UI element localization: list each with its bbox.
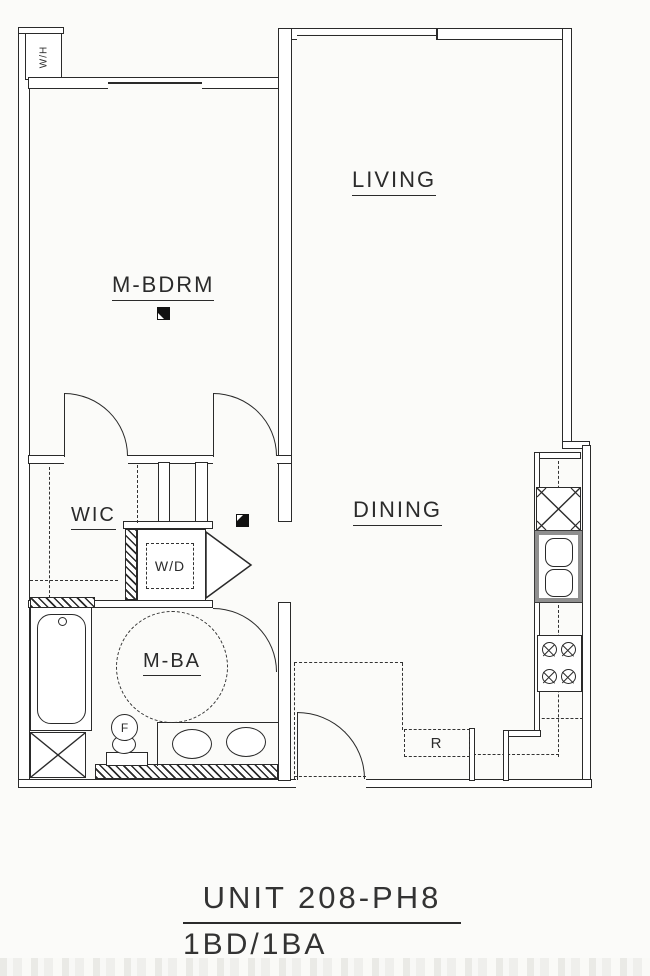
- bedroom-label: M-BDRM: [112, 272, 215, 301]
- entry-soffit-dashed-right: [401, 663, 403, 730]
- bath-south-hatched-wall: [95, 764, 278, 779]
- refrigerator-label: R: [404, 729, 470, 757]
- dining-room-text: DINING: [353, 497, 442, 522]
- bedroom-window-glass-line: [108, 82, 202, 84]
- living-room-text: LIVING: [352, 167, 437, 192]
- washer-dryer-dashed-box: [146, 543, 194, 589]
- bedroom-window-opening: [108, 83, 202, 91]
- sink-basin-top: [545, 538, 573, 567]
- kitchen-bottom-centerline: [473, 754, 559, 755]
- counter-corner-vertical: [503, 730, 509, 781]
- wic-rod-dashed-line: [48, 467, 50, 598]
- entry-soffit-dashed-left: [293, 663, 295, 779]
- bathtub-basin: [37, 614, 86, 724]
- kitchen-dashed-cross: [537, 718, 583, 719]
- dishwasher-x-icon: [536, 487, 581, 531]
- vanity-left-edge: [156, 722, 159, 766]
- refrigerator-dashed-box: [404, 729, 470, 757]
- wd-closet-hatched-wall: [125, 529, 137, 600]
- wall-hall-column-left: [158, 462, 170, 523]
- wall-bath-north: [28, 600, 213, 608]
- wall-living-right: [562, 28, 572, 445]
- kitchen-counter-centerline: [557, 456, 559, 757]
- toilet-flush-text: F: [120, 720, 129, 735]
- bathtub-drain: [58, 617, 67, 626]
- linen-cabinet-x-icon: [30, 732, 86, 778]
- bath-door-leaf-triangle: [205, 530, 253, 600]
- wic-door-swing-arc: [64, 393, 128, 456]
- washer-dryer-label: W/D: [146, 543, 194, 589]
- unit-config: 1BD/1BA: [183, 928, 328, 961]
- dining-room-label: DINING: [353, 497, 442, 526]
- bath-turning-circle: [116, 611, 228, 723]
- entry-door-swing-arc: [297, 712, 365, 779]
- outlet-symbol-bedroom: [157, 307, 170, 320]
- water-heater-label: W/H: [21, 39, 67, 76]
- wall-bath-east: [278, 602, 291, 781]
- stove-burner: [542, 669, 557, 684]
- stove-burner: [542, 642, 557, 657]
- counter-top-cap: [534, 452, 581, 459]
- counter-corner-horizontal: [505, 730, 541, 737]
- stove: [537, 635, 582, 692]
- wall-bedroom-living-divider: [278, 28, 292, 522]
- bath-text: M-BA: [143, 650, 201, 672]
- entry-soffit-dashed-top: [294, 662, 403, 663]
- wic-text: WIC: [71, 504, 116, 526]
- wic-hall-dashed-boundary: [136, 465, 138, 523]
- living-window-glass-line: [297, 34, 437, 36]
- outlet-symbol-hall: [236, 514, 249, 527]
- wic-label: WIC: [71, 504, 116, 530]
- living-window-mullion: [436, 29, 438, 40]
- bedroom-text: M-BDRM: [112, 272, 215, 297]
- wall-kitchen-right-exterior: [582, 445, 591, 788]
- wall-left-exterior: [18, 27, 30, 788]
- bath-label: M-BA: [143, 650, 201, 676]
- vanity-sink-left: [172, 729, 212, 759]
- refrigerator-text: R: [430, 734, 444, 752]
- stove-burner: [561, 669, 576, 684]
- wall-hall-column-right: [195, 462, 208, 523]
- bedroom-door-opening: [213, 454, 277, 465]
- toilet-tank: [106, 752, 148, 766]
- sink-basin-bottom: [545, 569, 573, 597]
- outlet-notch: [158, 313, 164, 319]
- unit-title: UNIT 208-PH8: [183, 880, 461, 924]
- vanity-counter-edge: [157, 721, 278, 724]
- water-heater-text: W/H: [38, 45, 49, 69]
- living-room-label: LIVING: [352, 167, 437, 196]
- wic-door-opening: [64, 454, 128, 465]
- wall-wd-closet-top: [123, 521, 213, 529]
- vanity-sink-right: [226, 727, 266, 757]
- toilet-flush-circle: F: [111, 714, 138, 741]
- washer-dryer-text: W/D: [154, 558, 186, 574]
- title-block: UNIT 208-PH8 1BD/1BA: [183, 880, 461, 962]
- outlet-notch: [237, 515, 243, 521]
- living-window-opening: [297, 34, 437, 41]
- scan-artifact-band: [0, 958, 650, 976]
- wic-shelf-dashed-line: [30, 580, 118, 581]
- stove-burner: [561, 642, 576, 657]
- entry-door-opening: [296, 778, 366, 789]
- bedroom-door-swing-arc: [213, 393, 277, 456]
